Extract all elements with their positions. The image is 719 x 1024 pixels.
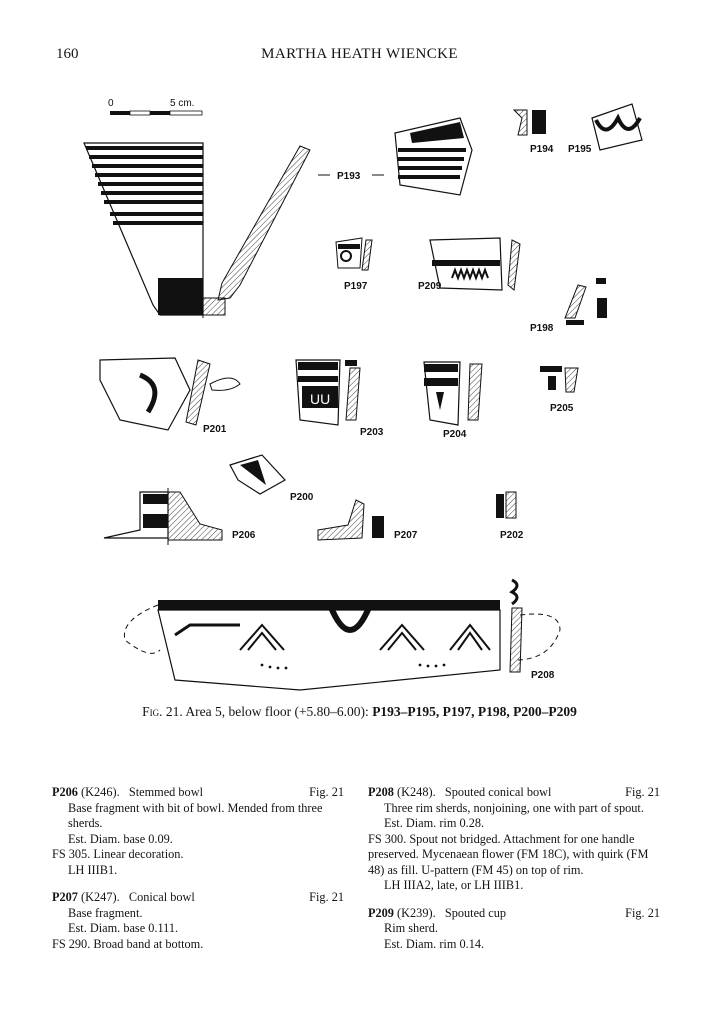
label-p205: P205 — [550, 403, 574, 414]
entry-desc: Base fragment with bit of bowl. Mended f… — [68, 800, 323, 831]
caption-text: Area 5, below floor (+5.80–6.00): — [185, 704, 369, 719]
entry-figref: Fig. 21 — [309, 890, 344, 904]
label-p202: P202 — [500, 530, 524, 541]
sherd-p201 — [99, 357, 241, 431]
label-p203: P203 — [360, 427, 384, 438]
entry-cat: (K248). — [397, 785, 436, 799]
entry-cat: (K247). — [81, 890, 120, 904]
entry-diam: Est. Diam. base 0.09. — [68, 831, 173, 846]
label-p206: P206 — [232, 530, 256, 541]
entry-p208-head: P208 (K248). Spouted conical bowl Fig. 2… — [368, 785, 660, 801]
caption-fig: Fig. 21. — [142, 704, 183, 719]
label-p200: P200 — [290, 492, 314, 503]
entry-title: Spouted conical bowl — [444, 785, 552, 799]
figure-21-drawings: 0 5 cm. P193 — [83, 98, 643, 691]
entry-p206-head: P206 (K246). Stemmed bowl Fig. 21 — [52, 785, 344, 801]
label-p208: P208 — [531, 670, 555, 681]
entry-title: Spouted cup — [444, 905, 507, 920]
label-p198: P198 — [530, 323, 554, 334]
entry-note: FS 290. Broad band at bottom. — [52, 936, 204, 951]
label-p194: P194 — [530, 144, 554, 155]
entry-cat: (K246). — [81, 785, 120, 799]
catalog-column-right: P208 (K248). Spouted conical bowl Fig. 2… — [368, 785, 660, 952]
entry-id: P206 — [52, 785, 78, 799]
entry-date: LH IIIA2, late, or LH IIIB1. — [384, 878, 524, 892]
entry-figref: Fig. 21 — [309, 785, 344, 799]
catalog-column-left: P206 (K246). Stemmed bowl Fig. 21 Base f… — [52, 785, 344, 952]
entry-title: Stemmed bowl — [128, 785, 203, 799]
entry-p207-head: P207 (K247). Conical bowl Fig. 21 — [52, 890, 344, 906]
running-head: MARTHA HEATH WIENCKE — [261, 46, 458, 62]
figure-caption: Fig. 21. Area 5, below floor (+5.80–6.00… — [0, 704, 719, 720]
scale-bar: 0 5 cm. — [108, 98, 203, 116]
label-p197: P197 — [344, 281, 368, 292]
label-p207: P207 — [394, 530, 418, 541]
scale-start-label: 0 — [108, 98, 114, 109]
sherd-p204 — [423, 361, 483, 426]
sherd-p193-fragment — [394, 117, 473, 196]
scale-end-label: 5 cm. — [170, 98, 194, 109]
entry-id: P207 — [52, 890, 78, 904]
sherd-p202 — [496, 491, 517, 519]
sherd-p194 — [512, 109, 546, 136]
entry-title: Conical bowl — [128, 890, 195, 904]
entry-p209-head: P209 (K239). Spouted cup Fig. 21 — [368, 906, 660, 922]
sherd-p206 — [103, 488, 223, 545]
sherd-p205 — [540, 366, 579, 393]
entry-desc: Base fragment. — [68, 905, 143, 920]
label-p201: P201 — [203, 424, 227, 435]
sherd-p203: UU — [295, 359, 361, 426]
label-p195: P195 — [568, 144, 592, 155]
entry-date: LH IIIB1. — [68, 862, 118, 877]
entry-id: P209 — [368, 905, 394, 920]
entry-desc: Rim sherd. — [384, 921, 438, 935]
entry-note: FS 300. Spout not bridged. Attachment fo… — [368, 831, 649, 877]
entry-diam: Est. Diam. rim 0.14. — [384, 936, 485, 951]
entry-diam: Est. Diam. base 0.111. — [68, 921, 179, 935]
entry-id: P208 — [368, 785, 394, 799]
label-p193: P193 — [337, 171, 361, 182]
sherd-p198 — [564, 278, 607, 325]
sherd-p207 — [317, 499, 384, 541]
entry-cat: (K239). — [397, 905, 436, 920]
sherd-p200 — [229, 454, 286, 495]
sherd-p193-bowl — [83, 142, 384, 318]
sherd-p209 — [429, 237, 521, 291]
label-p204: P204 — [443, 429, 467, 440]
entry-diam: Est. Diam. rim 0.28. — [384, 816, 485, 830]
sherd-p195 — [591, 103, 643, 151]
sherd-p208 — [123, 578, 561, 691]
entry-figref: Fig. 21 — [625, 905, 660, 920]
label-p209: P209 — [418, 281, 442, 292]
entry-note: FS 305. Linear decoration. — [52, 847, 184, 861]
sherd-p197 — [335, 237, 373, 271]
entry-figref: Fig. 21 — [625, 785, 660, 799]
page-number: 160 — [56, 46, 79, 62]
caption-catalog-range: P193–P195, P197, P198, P200–P209 — [372, 704, 577, 719]
svg-text:UU: UU — [310, 391, 330, 407]
entry-desc: Three rim sherds, nonjoining, one with p… — [384, 800, 644, 815]
